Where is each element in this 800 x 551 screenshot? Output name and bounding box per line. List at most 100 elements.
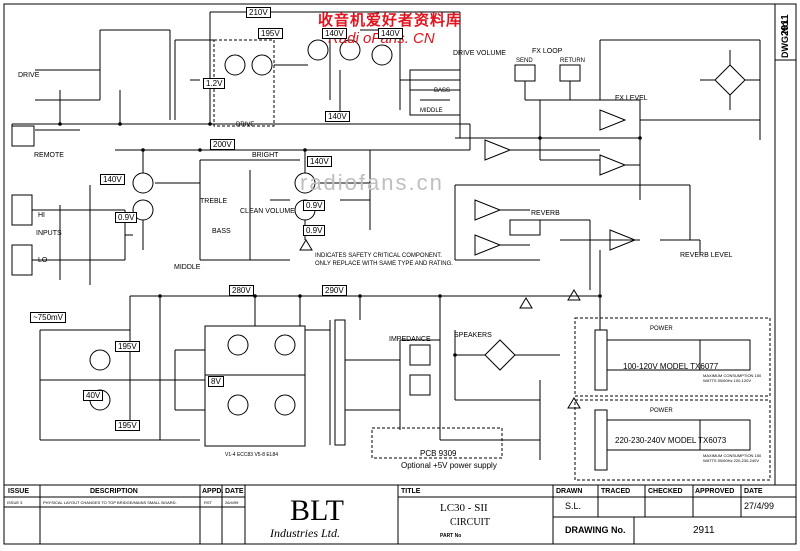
voltage-box: 195V (115, 341, 140, 352)
power-label-2: POWER (650, 408, 673, 414)
voltage-box: 40V (83, 390, 104, 401)
opamp-ic2a (474, 199, 502, 221)
tube-v7 (274, 334, 296, 356)
hi-label: HI (38, 212, 45, 219)
mains-consumption-2: MAXIMUM CONSUMPTION 150 WATTS 50/60Hz 22… (703, 453, 762, 463)
voltage-box: 290V (322, 285, 347, 296)
voltage-box: 210V (246, 7, 271, 18)
inputs-label: INPUTS (36, 230, 62, 237)
voltage-box: 0.9V (115, 212, 138, 223)
drawn-value: S.L. (565, 501, 582, 511)
bridge-rectifier-top (714, 64, 746, 96)
treble-label: TREBLE (200, 198, 228, 205)
drive-bass-label: BASS (434, 88, 451, 94)
company-logo-main: BLT (290, 494, 344, 527)
tube-v2a (307, 39, 329, 61)
voltage-box: 0.9V (303, 225, 326, 236)
sheet-border (3, 3, 797, 545)
voltage-box: 195V (258, 28, 283, 39)
tube-v8 (227, 394, 249, 416)
dwg-no-value: 2911 (780, 14, 791, 36)
safety-note-2: ONLY REPLACE WITH SAME TYPE AND RATING. (315, 261, 453, 267)
voltage-box: 1.2V (203, 78, 226, 89)
drive-block-label: DRIVE (236, 122, 255, 128)
mains-box-220-240 (574, 399, 771, 481)
middle-label: MIDDLE (174, 264, 201, 271)
voltage-box: 140V (378, 28, 403, 39)
drawing-no-value: 2911 (693, 525, 715, 536)
mains-transformer-2 (594, 409, 608, 471)
fx-level-label: FX LEVEL (615, 95, 648, 102)
mains-transformer-1 (594, 329, 608, 391)
mains-socket-1 (699, 339, 751, 371)
drawing-no-label: DRAWING No. (565, 525, 626, 535)
checked-header: CHECKED (648, 488, 683, 495)
approved-header: APPROVED (695, 488, 735, 495)
tube-v9 (274, 394, 296, 416)
remote-label: REMOTE (34, 152, 64, 159)
safety-note-1: INDICATES SAFETY CRITICAL COMPONENT. (315, 253, 442, 259)
power-label-1: POWER (650, 326, 673, 332)
traced-header: TRACED (601, 488, 631, 495)
opamp-ic1a (484, 139, 512, 161)
drive-tone-stack (409, 69, 461, 116)
clean-volume-label: CLEAN VOLUME (240, 208, 295, 215)
output-transformer (334, 319, 346, 446)
bass-label: BASS (212, 228, 231, 235)
pcb-label: PCB 9309 (420, 449, 457, 458)
model-1-label: 100-120V MODEL TX6077 (623, 362, 719, 371)
reverb-label: REVERB (531, 210, 560, 217)
lo-label: LO (38, 257, 48, 264)
voltage-box: 280V (229, 285, 254, 296)
fx-loop-label: FX LOOP (532, 48, 563, 55)
tube-v4a (132, 172, 154, 194)
remote-jack (11, 125, 35, 147)
voltage-box: 140V (322, 28, 347, 39)
opamp-ic3 (609, 229, 637, 251)
bridge-rectifier-psu (484, 339, 516, 371)
issue-appd: RST (204, 500, 212, 505)
date-header: DATE (225, 488, 244, 495)
speakers-label: SPEAKERS (454, 332, 492, 339)
send-jack (514, 64, 536, 82)
opamp-fx (599, 109, 627, 131)
company-logo-sub: Industries Ltd. (270, 526, 341, 540)
mains-socket-2 (699, 419, 751, 451)
drawn-header: DRAWN (556, 488, 583, 495)
tube-v1b (251, 54, 273, 76)
voltage-box: 200V (210, 139, 235, 150)
voltage-box: 140V (307, 156, 332, 167)
title-line-2: CIRCUIT (450, 517, 490, 528)
appd-header: APPD. (202, 488, 224, 495)
return-jack (559, 64, 581, 82)
drive-middle-label: MIDDLE (420, 108, 443, 114)
opamp-ic1b (599, 154, 627, 176)
voltage-box: 195V (115, 420, 140, 431)
lo-input-jack (11, 244, 33, 276)
hi-input-jack (11, 194, 33, 226)
drive-block (213, 39, 275, 127)
valve-list-label: V1-4 ECC83 V5-8 EL84 (225, 452, 279, 458)
optional-psu-label: Optional +5V power supply (401, 461, 497, 470)
impedance-label: IMPEDANCE (389, 336, 431, 343)
watermark-chinese: 收音机爱好者资料库 (318, 11, 463, 29)
drive-volume-label: DRIVE VOLUME (453, 50, 506, 57)
reverb-level-label: REVERB LEVEL (680, 252, 733, 259)
reverb-tank (509, 219, 541, 236)
date2-value: 27/4/99 (744, 501, 775, 511)
send-label: SEND (516, 58, 533, 64)
model-2-label: 220-230-240V MODEL TX6073 (615, 436, 727, 445)
watermark-grey: radiofans.cn (300, 170, 444, 195)
issue-header: ISSUE (8, 488, 30, 495)
date2-header: DATE (744, 488, 763, 495)
issue-no: ISSUE 3 (7, 500, 23, 505)
pcb-9309-outline (371, 427, 503, 459)
tube-v6 (227, 334, 249, 356)
voltage-box: 8V (208, 376, 224, 387)
issue-date: 26/4/99 (225, 500, 239, 505)
title-header: TITLE (401, 488, 421, 495)
voltage-box: 140V (100, 174, 125, 185)
title-line-1: LC30 - SII (440, 502, 488, 514)
